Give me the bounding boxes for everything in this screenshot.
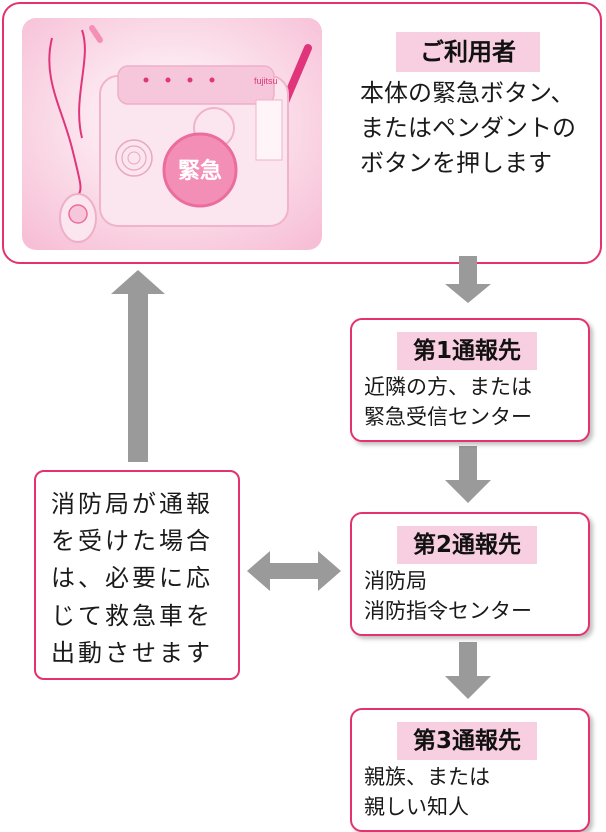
step-2-line: 消防指令センター	[364, 599, 532, 624]
emergency-button-label: 緊急	[178, 158, 222, 184]
info-sticker	[255, 99, 283, 161]
step-1-line: 緊急受信センター	[364, 405, 532, 430]
user-description-line: ボタンを押します	[360, 148, 552, 177]
pendant-cord	[48, 37, 82, 197]
step-3-line: 親しい知人	[364, 795, 469, 820]
user-description-line: またはペンダントの	[360, 113, 576, 142]
step-1-description: 近隣の方、または 緊急受信センター	[364, 372, 532, 433]
fire-department-box: 消防局が通報を受けた場合は、必要に応じて救急車を出動させます	[34, 470, 240, 680]
step-3-description: 親族、または 親しい知人	[364, 762, 490, 823]
speaker-grille	[115, 139, 153, 177]
emergency-device-illustration: fujitsu 緊急	[22, 18, 322, 250]
arrow-down-1	[445, 256, 491, 303]
arrow-up-return	[111, 270, 165, 462]
user-title: ご利用者	[396, 32, 540, 72]
step-2-title: 第2通報先	[397, 526, 537, 564]
emergency-button	[162, 132, 238, 208]
pendant-icon	[59, 193, 97, 243]
step-1-title: 第1通報先	[397, 332, 537, 370]
step-1-box: 第1通報先 近隣の方、または 緊急受信センター	[350, 318, 590, 442]
double-arrow-link	[247, 551, 341, 591]
step-3-box: 第3通報先 親族、または 親しい知人	[350, 708, 590, 832]
step-3-title: 第3通報先	[397, 722, 537, 760]
device-brand-label: fujitsu	[254, 76, 278, 86]
device-top-panel	[117, 65, 275, 105]
emergency-device-photo: fujitsu 緊急	[22, 18, 322, 250]
fire-department-description: 消防局が通報を受けた場合は、必要に応じて救急車を出動させます	[51, 490, 213, 667]
step-1-line: 近隣の方、または	[364, 375, 532, 399]
arrow-down-2	[445, 446, 491, 503]
step-2-line: 消防局	[364, 569, 427, 593]
user-description: 本体の緊急ボタン、 またはペンダントの ボタンを押します	[360, 76, 576, 180]
user-description-line: 本体の緊急ボタン、	[360, 79, 575, 107]
arrow-down-3	[445, 642, 491, 699]
step-2-description: 消防局 消防指令センター	[364, 566, 532, 627]
user-box: fujitsu 緊急 ご利用者 本体の緊急ボタン、	[2, 2, 602, 264]
step-3-line: 親族、または	[364, 765, 490, 789]
step-2-box: 第2通報先 消防局 消防指令センター	[350, 512, 590, 636]
